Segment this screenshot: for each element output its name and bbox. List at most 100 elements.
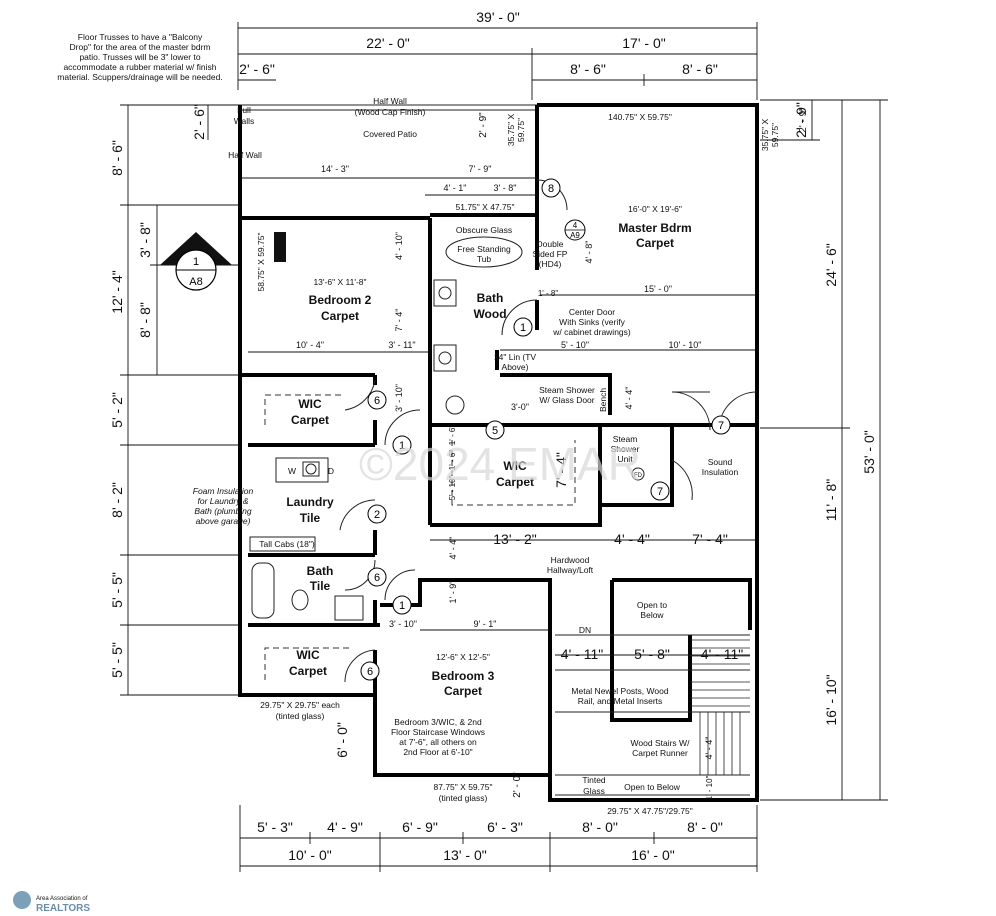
svg-text:W: W: [288, 466, 296, 476]
svg-text:Unit: Unit: [617, 454, 633, 464]
dim-l7: 8' - 2": [109, 482, 125, 518]
svg-text:7' - 4": 7' - 4": [692, 531, 728, 547]
toilet: [291, 589, 309, 611]
dim-d3: 6' - 9": [402, 819, 438, 835]
svg-text:Carpet: Carpet: [321, 309, 359, 323]
dim-r4: 11' - 8": [823, 479, 839, 521]
svg-text:29.75" X 47.75"/29.75": 29.75" X 47.75"/29.75": [607, 806, 693, 816]
svg-text:1' - 6": 1' - 6": [448, 425, 457, 446]
svg-text:4' - 4": 4' - 4": [704, 737, 714, 760]
svg-text:59.75": 59.75": [516, 118, 526, 142]
svg-text:Open to Below: Open to Below: [624, 782, 681, 792]
dim-l1: 2' - 6": [191, 104, 207, 140]
svg-text:35.75" X: 35.75" X: [506, 114, 516, 147]
svg-text:14" Lin (TV: 14" Lin (TV: [494, 352, 537, 362]
svg-text:1' - 10": 1' - 10": [705, 775, 714, 800]
svg-text:1: 1: [399, 600, 405, 612]
covered-patio-label: Covered Patio: [363, 129, 417, 139]
svg-text:Bedroom 3/WIC, & 2nd: Bedroom 3/WIC, & 2nd: [394, 717, 482, 727]
tub: [445, 236, 523, 268]
dim-l6: 5' - 2": [109, 392, 125, 428]
washer-dryer: [275, 457, 329, 483]
bath-main-label: Bath: [477, 291, 504, 305]
svg-text:58.75" X 59.75": 58.75" X 59.75": [256, 233, 266, 292]
bedroom-2-label: Bedroom 2: [309, 293, 372, 307]
svg-text:7' - 9": 7' - 9": [469, 164, 492, 174]
svg-text:Half Wall: Half Wall: [228, 150, 262, 160]
svg-text:6: 6: [374, 395, 380, 407]
svg-text:4' - 10": 4' - 10": [394, 232, 404, 260]
truss-note: Floor Trusses to have a "Balcony Drop" f…: [57, 32, 222, 82]
svg-text:Wood Stairs W/: Wood Stairs W/: [631, 738, 691, 748]
svg-text:2' - 9": 2' - 9": [798, 107, 809, 133]
dim-l8: 5' - 5": [109, 572, 125, 608]
svg-text:Metal Newel Posts, Wood: Metal Newel Posts, Wood: [571, 686, 668, 696]
svg-text:Carpet Runner: Carpet Runner: [632, 748, 688, 758]
svg-text:(Wood Cap Finish): (Wood Cap Finish): [355, 107, 426, 117]
svg-text:5' - 8": 5' - 8": [634, 646, 670, 662]
svg-text:5' - 10": 5' - 10": [448, 475, 457, 500]
svg-text:Wood: Wood: [473, 307, 506, 321]
svg-text:4' - 8": 4' - 8": [584, 241, 594, 264]
svg-text:Bath (plumbing: Bath (plumbing: [194, 506, 251, 516]
svg-text:5' - 10": 5' - 10": [561, 340, 589, 350]
walls: [238, 103, 759, 802]
svg-text:29.75" X 29.75" each: 29.75" X 29.75" each: [260, 700, 340, 710]
svg-text:Bench: Bench: [598, 388, 608, 412]
left-dimensions: 2' - 6" 8' - 6" 3' - 8" 12' - 4" 8' - 8"…: [109, 104, 240, 696]
svg-text:1' - 6": 1' - 6": [448, 450, 457, 471]
svg-text:1: 1: [520, 322, 526, 334]
svg-text:2' - 9": 2' - 9": [478, 112, 489, 138]
realtors-logo: Area Association of REALTORS: [13, 891, 90, 914]
bath-2-label: Bath: [307, 564, 334, 578]
svg-text:Hardwood: Hardwood: [551, 555, 590, 565]
sink: [334, 595, 364, 621]
dim-d2: 4' - 9": [327, 819, 363, 835]
svg-text:1' - 8": 1' - 8": [538, 289, 559, 298]
svg-text:(HD4): (HD4): [539, 259, 562, 269]
svg-text:13' - 2": 13' - 2": [493, 531, 536, 547]
svg-text:Carpet: Carpet: [636, 236, 674, 250]
svg-text:4' - 4": 4' - 4": [624, 387, 634, 410]
dim-b: 8' - 6": [570, 61, 606, 77]
svg-text:3' - 11": 3' - 11": [388, 340, 415, 350]
svg-text:material. Scuppers/drainage wi: material. Scuppers/drainage will be need…: [57, 72, 222, 82]
svg-text:Steam Shower: Steam Shower: [539, 385, 595, 395]
svg-text:3' - 10": 3' - 10": [389, 619, 417, 629]
svg-text:1: 1: [399, 440, 405, 452]
svg-text:Full: Full: [237, 105, 251, 115]
svg-text:9' - 1": 9' - 1": [474, 619, 497, 629]
svg-text:12'-6" X 12'-5": 12'-6" X 12'-5": [436, 652, 490, 662]
svg-text:7' - 4": 7' - 4": [394, 309, 404, 332]
svg-text:16'-0" X 19'-6": 16'-0" X 19'-6": [628, 204, 682, 214]
svg-text:Open to: Open to: [637, 600, 668, 610]
svg-text:Sided FP: Sided FP: [533, 249, 568, 259]
wic-master-label: WIC: [503, 459, 527, 473]
svg-text:Above): Above): [502, 362, 529, 372]
svg-text:With Sinks (verify: With Sinks (verify: [559, 317, 625, 327]
svg-text:51.75" X 47.75": 51.75" X 47.75": [456, 202, 515, 212]
room-labels: Covered Patio Half Wall (Wood Cap Finish…: [193, 96, 739, 792]
svg-text:2' - 0": 2' - 0": [512, 772, 523, 798]
dim-l3: 3' - 8": [137, 222, 153, 258]
svg-text:8: 8: [548, 183, 554, 195]
dim-overall-width: 39' - 0": [476, 9, 519, 25]
window-labels: 140.75" X 59.75" 35.75" X 59.75" 35.75" …: [256, 112, 780, 816]
svg-text:7: 7: [657, 486, 663, 498]
svg-text:patio. Trusses will be 3" lowe: patio. Trusses will be 3" lower to: [79, 52, 200, 62]
svg-text:3'-0": 3'-0": [511, 402, 529, 412]
watermark: ©2024 EMAR: [359, 438, 641, 490]
bottom-dimensions: 5' - 3" 4' - 9" 6' - 9" 6' - 3" 8' - 0" …: [239, 805, 758, 872]
svg-text:w/ cabinet drawings): w/ cabinet drawings): [552, 327, 631, 337]
svg-text:10' - 10": 10' - 10": [669, 340, 702, 350]
svg-text:13'-6" X 11'-8": 13'-6" X 11'-8": [313, 277, 366, 287]
dim-a: 2' - 6": [239, 61, 275, 77]
svg-text:Tile: Tile: [300, 511, 321, 525]
svg-text:6: 6: [367, 666, 373, 678]
closet-rods: [264, 394, 576, 680]
laundry-label: Laundry: [286, 495, 334, 509]
fixtures: FD: [274, 232, 645, 481]
svg-text:Shower: Shower: [611, 444, 640, 454]
dim-l2: 8' - 6": [109, 140, 125, 176]
svg-text:for Laundry &: for Laundry &: [197, 496, 248, 506]
